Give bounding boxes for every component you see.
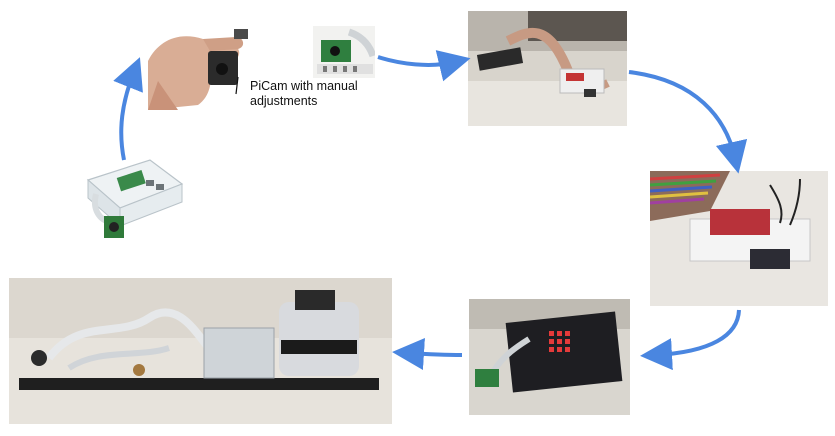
arrow-hat-to-rig [392, 338, 463, 370]
photo-pi-case-with-camera [70, 150, 188, 246]
picam-caption: PiCam with manual adjustments [250, 79, 358, 108]
arrow-case-to-hand [113, 57, 143, 161]
photo-ribbon-breadboard-setup [468, 11, 627, 126]
arrow-picam-to-setup [377, 50, 471, 82]
photo-pi-led-matrix-hat [469, 299, 630, 415]
photo-hand-holding-picam [148, 21, 256, 110]
photo-final-assembled-rig [9, 278, 392, 424]
arrow-setup-to-breadboard [628, 70, 748, 174]
photo-picam-closeup [313, 26, 375, 78]
photo-breadboard-sensor-closeup [650, 171, 828, 306]
arrow-breadboard-to-hat [640, 309, 741, 371]
